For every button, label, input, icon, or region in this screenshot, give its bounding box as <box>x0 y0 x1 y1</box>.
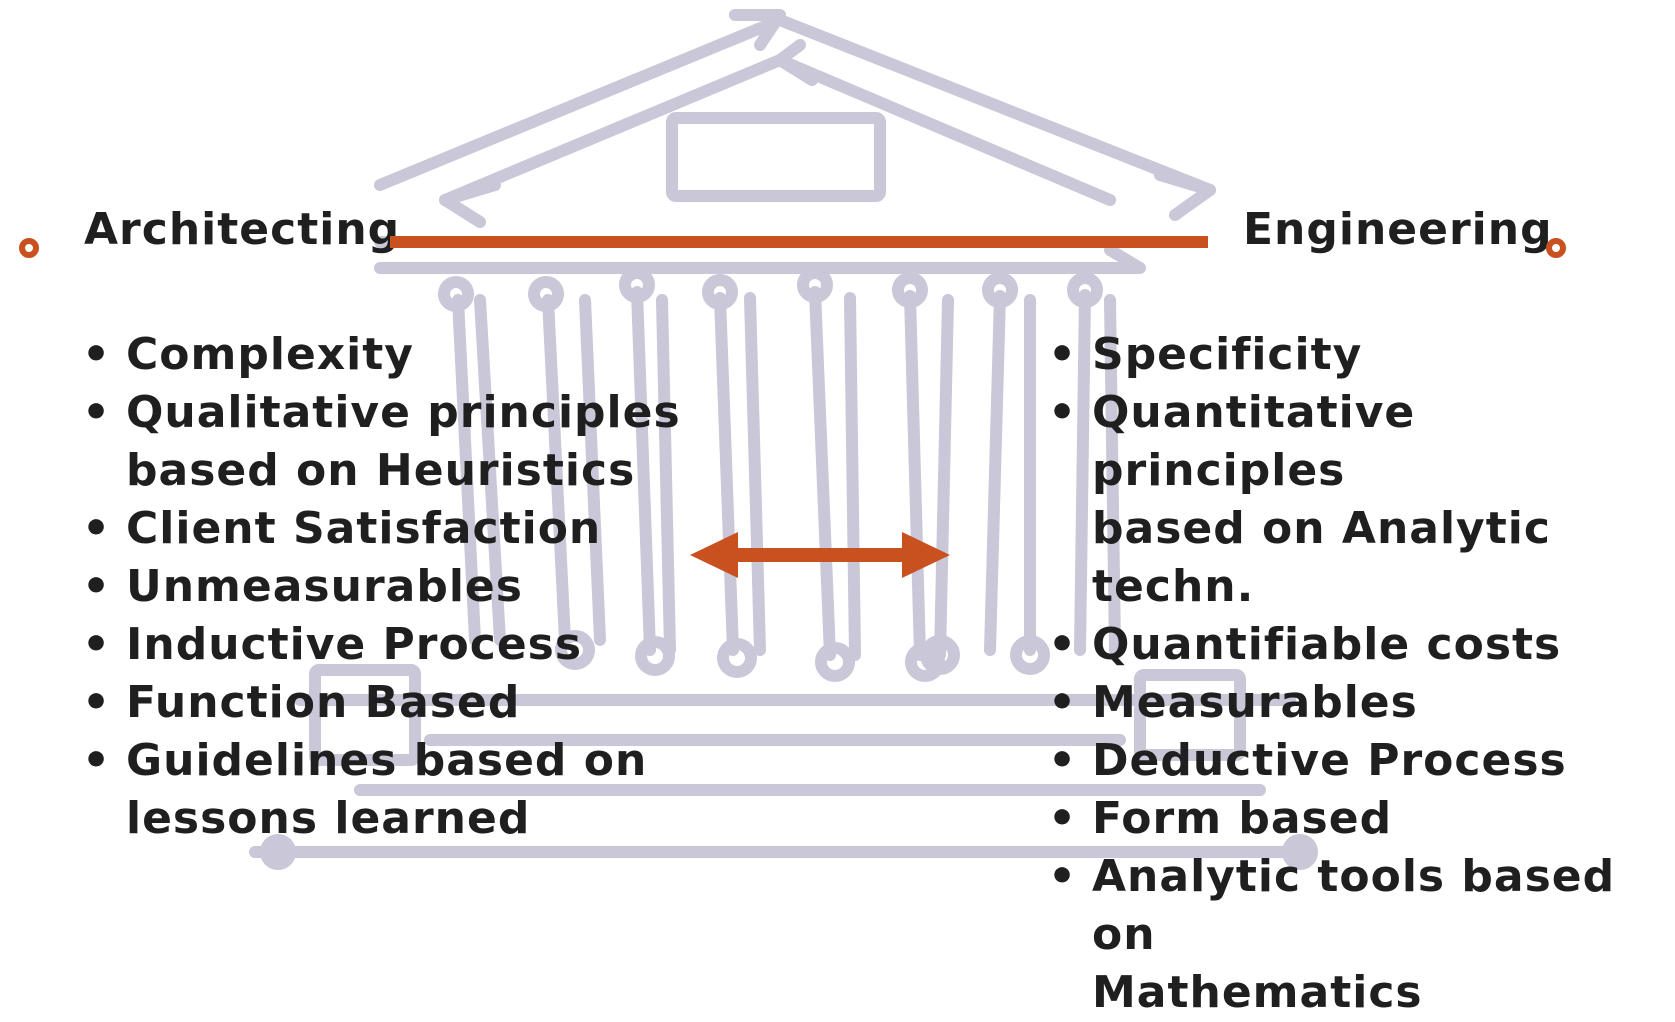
list-item: Deductive Process <box>1048 732 1668 790</box>
list-item: Analytic tools based on Mathematics <box>1048 848 1668 1022</box>
list-item: Client Satisfaction <box>82 500 682 558</box>
list-item: Function Based <box>82 674 682 732</box>
architecting-list: Complexity Qualitative principles based … <box>82 326 682 848</box>
left-heading: Architecting <box>84 204 401 255</box>
heading-connector-line <box>390 236 1208 248</box>
list-item: Quantitative principles based on Analyti… <box>1048 384 1668 616</box>
engineering-list: Specificity Quantitative principles base… <box>1048 326 1668 1022</box>
list-item: Measurables <box>1048 674 1668 732</box>
list-item: Qualitative principles based on Heuristi… <box>82 384 682 500</box>
list-item: Form based <box>1048 790 1668 848</box>
list-item: Inductive Process <box>82 616 682 674</box>
right-heading: Engineering <box>1243 204 1553 255</box>
list-item: Guidelines based on lessons learned <box>82 732 682 848</box>
ring-bullet-icon <box>19 238 39 258</box>
list-item: Complexity <box>82 326 682 384</box>
list-item: Unmeasurables <box>82 558 682 616</box>
double-arrow-icon <box>690 532 950 578</box>
list-item: Quantifiable costs <box>1048 616 1668 674</box>
list-item: Specificity <box>1048 326 1668 384</box>
ring-bullet-icon <box>1546 238 1566 258</box>
